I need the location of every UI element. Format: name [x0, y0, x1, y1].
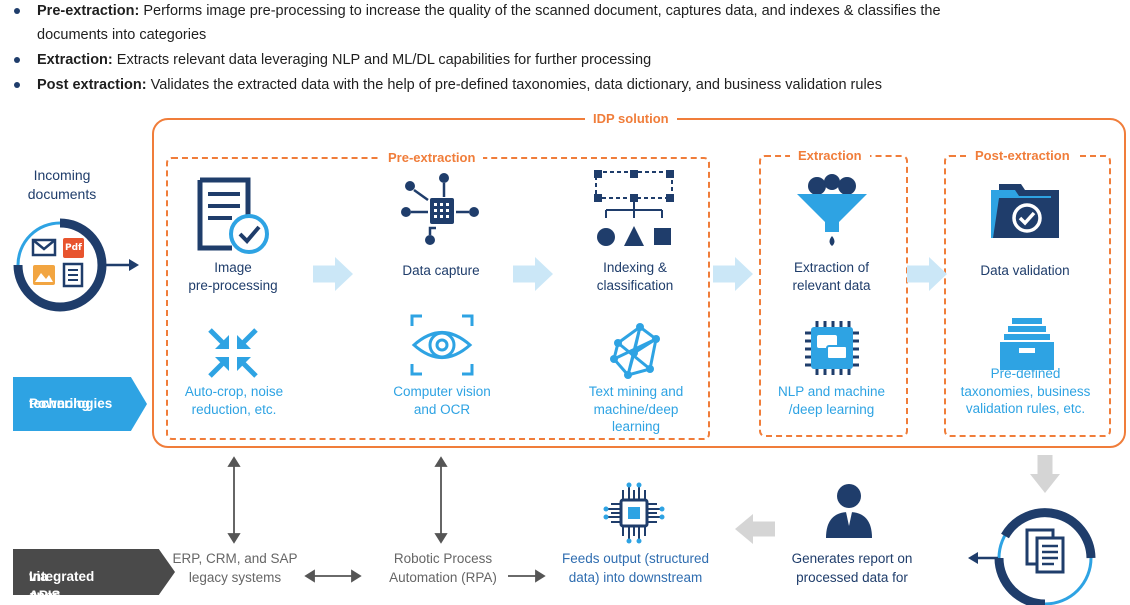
flow-arrow-left-icon	[735, 514, 775, 544]
auto-crop-icon	[208, 328, 258, 378]
data-validation-label: Data validation	[980, 263, 1070, 278]
predefined-taxonomies-label: Pre-defined taxonomies, business validat…	[960, 366, 1091, 416]
user-report-icon	[826, 484, 872, 538]
bullet-term: Pre-extraction:	[37, 3, 140, 19]
nlp-chip-icon	[805, 321, 859, 375]
bullet-dot	[14, 82, 20, 88]
post-extraction-title: Post-extraction	[967, 148, 1078, 163]
integration-connectors	[227, 456, 546, 583]
computer-vision-label: Computer vision and OCR	[393, 384, 491, 417]
bullet-dot	[14, 8, 20, 14]
downstream-chip-icon	[603, 482, 665, 544]
bullet-term: Extraction:	[37, 52, 113, 68]
flow-arrow-down-icon	[1030, 455, 1060, 493]
feeds-output-label: Feeds output (structured data) into down…	[561, 551, 710, 585]
incoming-documents-icon	[13, 218, 139, 312]
image-preprocessing-label: Image pre-processing	[188, 260, 278, 293]
bullet-dot	[14, 57, 20, 63]
computer-vision-icon	[410, 314, 474, 376]
incoming-documents-label: Incoming documents	[27, 167, 97, 202]
image-preprocessing-icon	[197, 177, 269, 254]
bullet-continuation: documents into categories	[37, 27, 207, 43]
bullet-term: Post extraction:	[37, 77, 147, 93]
indexing-classification-icon	[594, 170, 674, 246]
idp-solution-title: IDP solution	[585, 111, 677, 126]
bullet-text: Performs image pre-processing to increas…	[139, 3, 941, 19]
generates-report-label: Generates report on processed data for	[791, 551, 913, 585]
data-capture-label: Data capture	[402, 263, 480, 278]
output-documents-icon	[968, 508, 1096, 605]
data-capture-icon	[401, 173, 479, 245]
text-mining-icon	[610, 323, 660, 379]
extraction-title: Extraction	[790, 148, 870, 163]
funnel-icon	[797, 174, 867, 246]
rpa-label: Robotic Process Automation (RPA)	[389, 551, 497, 585]
data-validation-icon	[991, 184, 1059, 238]
pre-extraction-title: Pre-extraction	[380, 150, 484, 165]
pdf-badge: Pdf	[65, 243, 82, 253]
bullet-text: Extracts relevant data leveraging NLP an…	[112, 52, 652, 68]
erp-crm-sap-label: ERP, CRM, and SAP legacy systems	[172, 551, 298, 585]
indexing-classification-label: Indexing & classification	[596, 260, 674, 293]
taxonomy-cabinet-icon	[1000, 318, 1054, 370]
auto-crop-label: Auto-crop, noise reduction, etc.	[184, 384, 284, 417]
text-mining-label: Text mining and machine/deep learning	[588, 384, 684, 434]
nlp-machine-learning-label: NLP and machine /deep learning	[777, 384, 886, 417]
bullet-text: Validates the extracted data with the he…	[146, 77, 882, 93]
extraction-relevant-data-label: Extraction of relevant data	[792, 260, 871, 293]
